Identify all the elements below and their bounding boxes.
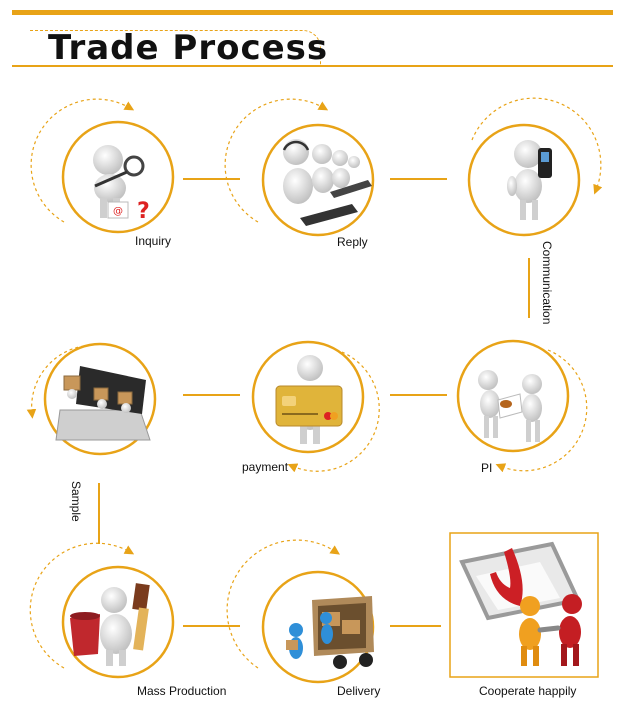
svg-text:?: ? — [137, 199, 150, 224]
label-cooperate: Cooperate happily — [479, 684, 576, 698]
label-inquiry: Inquiry — [135, 234, 171, 248]
step-delivery — [227, 540, 374, 682]
step-reply — [225, 99, 373, 235]
step-communication — [469, 98, 601, 235]
svg-text:@: @ — [113, 206, 123, 217]
step-inquiry: @ ? — [31, 99, 173, 232]
label-sample: Sample — [69, 481, 83, 522]
label-reply: Reply — [337, 235, 368, 249]
label-communication: Communication — [540, 241, 554, 324]
step-cooperate — [450, 533, 598, 677]
label-delivery: Delivery — [337, 684, 380, 698]
step-pi — [458, 341, 587, 471]
step-sample — [32, 344, 155, 454]
label-payment: payment — [242, 460, 288, 474]
label-pi: PI — [481, 461, 492, 475]
label-mass-production: Mass Production — [137, 684, 226, 698]
step-payment — [253, 342, 379, 471]
step-mass-production — [30, 543, 173, 677]
